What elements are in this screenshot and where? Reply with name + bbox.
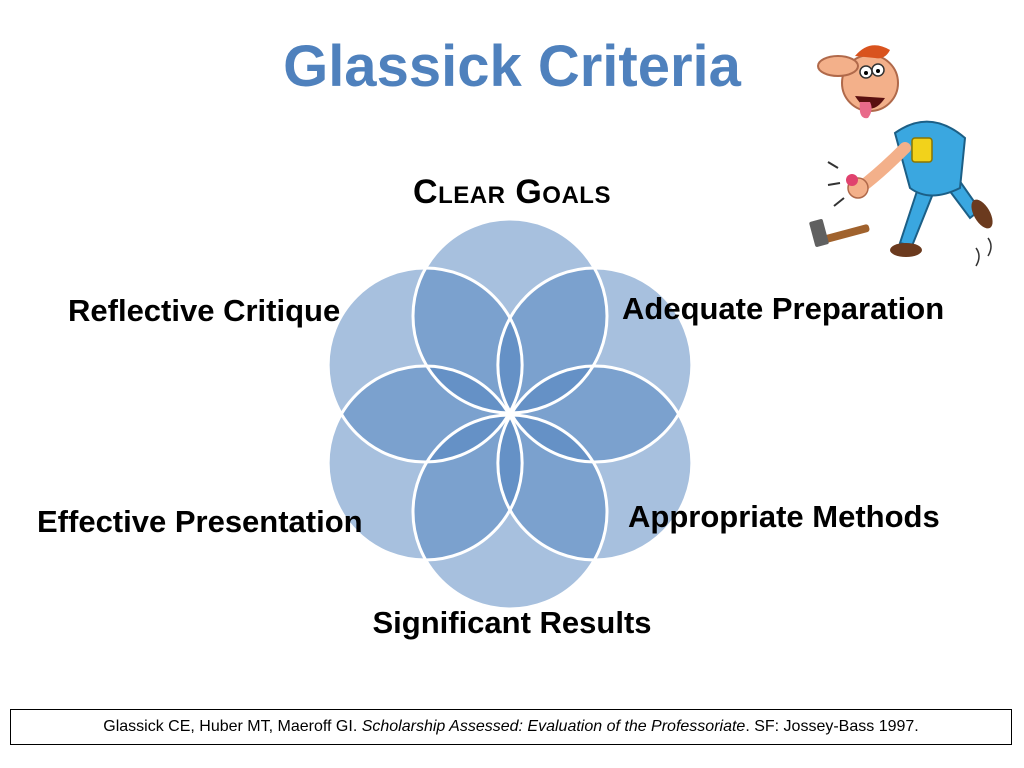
venn-circle-outline-effective-presentation — [326, 364, 524, 562]
citation-box: Glassick CE, Huber MT, Maeroff GI. Schol… — [10, 709, 1012, 745]
citation-publisher: . SF: Jossey-Bass 1997. — [745, 718, 919, 735]
criterion-reflective-critique: Reflective Critique — [68, 293, 341, 328]
criterion-significant-results: Significant Results — [372, 605, 652, 640]
criterion-effective-presentation: Effective Presentation — [37, 504, 363, 539]
criterion-adequate-preparation: Adequate Preparation — [622, 291, 945, 326]
criterion-clear-goals: Clear Goals — [413, 173, 611, 211]
slide-title: Glassick Criteria — [283, 34, 741, 99]
citation-authors: Glassick CE, Huber MT, Maeroff GI. — [103, 718, 362, 735]
venn-circle-outline-adequate-preparation — [496, 266, 694, 464]
citation-book-title: Scholarship Assessed: Evaluation of the … — [361, 718, 746, 735]
cartoon-man-hammer-thumb-icon — [809, 45, 993, 267]
criterion-appropriate-methods: Appropriate Methods — [628, 499, 940, 534]
venn-circle-outline-reflective-critique — [326, 266, 524, 464]
